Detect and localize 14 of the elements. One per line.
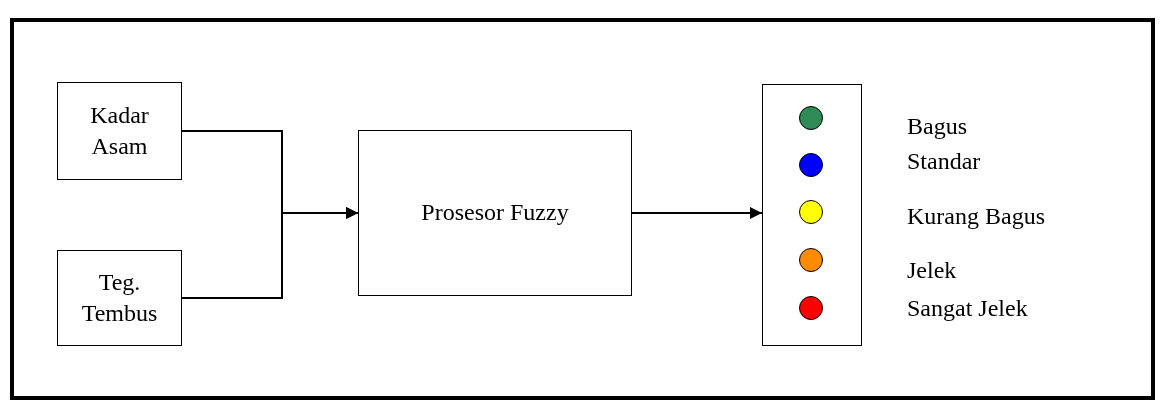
legend-label: Standar bbox=[907, 148, 981, 175]
indicator-panel bbox=[762, 84, 862, 346]
box-label: Prosesor Fuzzy bbox=[420, 198, 570, 228]
process-box bbox=[57, 82, 182, 180]
legend-label: Kurang Bagus bbox=[907, 203, 1045, 230]
arrow bbox=[631, 207, 763, 219]
process-box bbox=[358, 130, 632, 296]
legend-label: Jelek bbox=[907, 257, 957, 284]
box-label: Teg. Tembus bbox=[80, 267, 159, 328]
box-label: Kadar Asam bbox=[89, 100, 150, 161]
arrow bbox=[181, 207, 359, 299]
legend-label: Bagus bbox=[907, 113, 967, 140]
process-box bbox=[57, 250, 182, 346]
legend-label: Sangat Jelek bbox=[907, 295, 1028, 322]
